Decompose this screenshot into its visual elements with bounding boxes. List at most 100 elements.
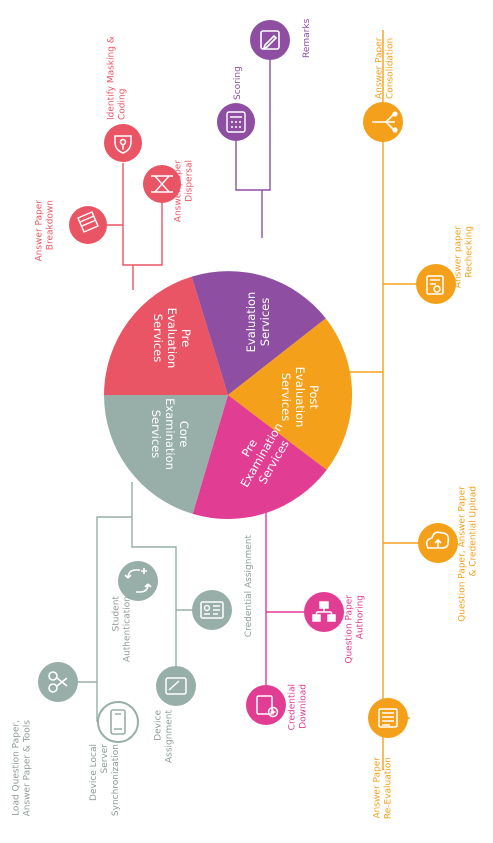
shield-key-icon	[114, 135, 132, 154]
segment-label-post-evaluation: PostEvaluationServices	[279, 367, 321, 428]
phone-sync-icon	[110, 709, 126, 735]
label-line: Device Local	[89, 744, 99, 801]
label-line: Remarks	[302, 18, 312, 58]
answer-paper-breakdown-node[interactable]	[69, 206, 107, 244]
label-line: Services	[151, 314, 165, 363]
label-device-assignment: DeviceAssignment	[154, 710, 175, 763]
label-line: Credential Assignment	[244, 535, 254, 638]
user-swap-icon	[124, 568, 152, 593]
question-paper-upload-node[interactable]	[418, 523, 458, 563]
label-answer-paper-rechecking: Answer paperRechecking	[454, 226, 475, 288]
label-answer-paper-breakdown: Answer PaperBreakdown	[35, 200, 56, 262]
hierarchy-icon	[312, 601, 336, 622]
label-line: Pre	[179, 329, 193, 347]
label-line: Consolidation	[386, 38, 396, 99]
label-line: Answer Paper	[373, 757, 383, 819]
label-line: Synchronization	[111, 744, 121, 816]
remarks-node[interactable]	[250, 20, 290, 60]
label-line: Evaluation	[165, 308, 179, 369]
answer-paper-consolidation-node[interactable]	[363, 102, 403, 142]
identify-masking-node[interactable]	[104, 124, 142, 162]
id-card-icon	[200, 601, 224, 619]
label-answer-paper-dispersal: Answer paperDispersal	[174, 160, 195, 222]
label-line: Services	[279, 373, 293, 422]
student-authentication-node[interactable]	[118, 561, 158, 601]
label-line: Services	[149, 410, 163, 459]
label-load-question-paper: Load Question Paper,Answer Paper & Tools	[12, 720, 33, 817]
label-line: Breakdown	[46, 200, 56, 250]
segment-label-core: CoreExaminationServices	[149, 398, 191, 470]
segment-evaluation[interactable]	[191, 271, 326, 395]
segment-pre-examination[interactable]	[192, 395, 327, 519]
label-device-sync: Device LocalServerSynchronization	[89, 744, 121, 816]
scissors-icon	[48, 671, 68, 693]
label-line: Authentication	[123, 596, 133, 662]
label-line: Download	[299, 684, 309, 729]
question-paper-authoring-node[interactable]	[304, 592, 344, 632]
label-line: Credential	[288, 684, 298, 730]
segment-core[interactable]	[103, 395, 228, 514]
credential-assignment-node[interactable]	[192, 590, 232, 630]
label-line: Answer Paper & Tools	[23, 720, 33, 817]
answer-paper-dispersal-node[interactable]	[143, 165, 181, 203]
segment-pre-evaluation[interactable]	[104, 276, 228, 395]
label-line: Question Paper	[345, 595, 355, 664]
label-line: & Credential Upload	[469, 486, 479, 577]
label-answer-paper-consolidation: Answer PaperConsolidation	[375, 37, 396, 99]
label-scoring: Scoring	[233, 66, 243, 100]
load-question-paper-node[interactable]	[38, 662, 78, 702]
label-line: Evaluation	[293, 367, 307, 428]
label-line: Server	[100, 744, 110, 774]
label-line: Re-Evaluation	[384, 757, 394, 819]
label-student-authentication: StudentAuthentication	[112, 596, 133, 663]
label-question-paper-authoring: Question PaperAuthoring	[345, 595, 366, 664]
label-identify-masking: Identify Masking &Coding	[107, 36, 128, 120]
services-pie	[103, 271, 353, 519]
paper-stack-icon	[77, 211, 99, 233]
label-remarks: Remarks	[302, 18, 312, 58]
label-line: Examination	[163, 398, 177, 470]
label-line: Scoring	[233, 66, 243, 100]
segment-label-evaluation: EvaluationServices	[244, 292, 272, 353]
document-recheck-icon	[426, 275, 444, 295]
label-credential-download: CredentialDownload	[288, 684, 309, 730]
label-line: Coding	[118, 89, 128, 120]
scoring-node[interactable]	[217, 103, 255, 141]
device-assignment-node[interactable]	[156, 666, 196, 706]
document-download-icon	[256, 695, 279, 718]
tablet-icon	[165, 677, 187, 695]
label-line: Post	[307, 385, 321, 410]
label-line: Services	[258, 298, 272, 347]
label-credential-assignment: Credential Assignment	[244, 535, 254, 638]
label-line: Identify Masking &	[107, 36, 117, 120]
label-line: Authoring	[356, 595, 366, 639]
answer-paper-reevaluation-node[interactable]	[368, 698, 408, 738]
label-line: Evaluation	[244, 292, 258, 353]
label-line: Answer Paper	[35, 200, 45, 262]
pencil-icon	[260, 30, 280, 50]
label-line: Rechecking	[465, 226, 475, 278]
label-answer-paper-reevaluation: Answer PaperRe-Evaluation	[373, 757, 394, 819]
label-line: Answer Paper	[375, 37, 385, 99]
cloud-upload-icon	[425, 531, 450, 549]
credential-download-node[interactable]	[246, 685, 286, 725]
label-line: Device	[154, 710, 164, 741]
device-sync-node[interactable]	[97, 701, 139, 743]
label-line: Assignment	[165, 710, 175, 763]
label-line: Load Question Paper,	[12, 720, 22, 816]
label-line: Core	[177, 421, 191, 448]
label-line: Dispersal	[185, 160, 195, 202]
answer-paper-rechecking-node[interactable]	[416, 264, 456, 304]
merge-arrows-icon	[372, 111, 398, 133]
segment-label-pre-evaluation: PreEvaluationServices	[151, 308, 193, 369]
label-line: Answer paper	[174, 160, 184, 222]
label-line: Question Paper, Answer Paper	[458, 486, 468, 622]
label-line: Answer paper	[454, 226, 464, 288]
segment-post-evaluation[interactable]	[228, 318, 353, 470]
dispersal-arrows-icon	[151, 175, 173, 193]
label-question-paper-upload: Question Paper, Answer Paper& Credential…	[458, 486, 479, 622]
label-line: Student	[112, 596, 122, 632]
document-lines-icon	[378, 708, 398, 728]
calculator-icon	[226, 111, 246, 133]
